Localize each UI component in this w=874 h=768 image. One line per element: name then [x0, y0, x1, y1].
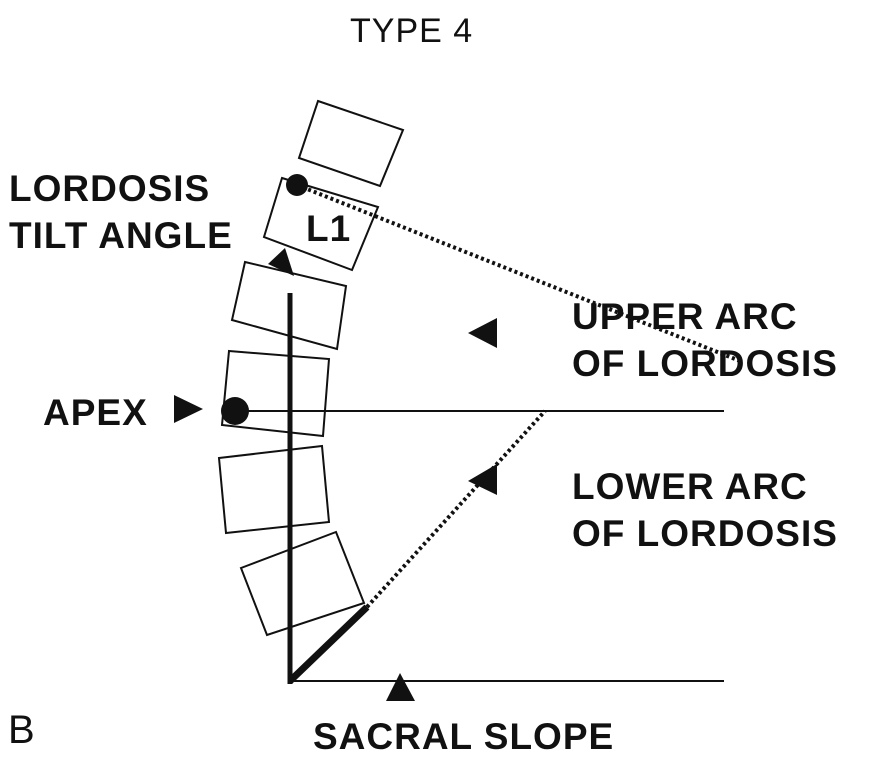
vertebra-label-l1: L1 [306, 208, 352, 249]
vertebra-l2 [230, 260, 348, 351]
diagram-title: TYPE 4 [350, 12, 474, 50]
tilt-angle-arrowhead [268, 248, 294, 276]
apex-label: APEX [43, 392, 148, 433]
sacral-endplate-line [287, 604, 370, 684]
vertebrae [217, 99, 405, 637]
lower-arc-label-line2: OF LORDOSIS [572, 513, 838, 554]
vertebra-t12 [297, 99, 405, 188]
upper-arc-arrowhead [468, 318, 497, 348]
upper-arc-label-line1: UPPER ARC [572, 296, 798, 337]
vertebra-l3 [220, 349, 331, 438]
sacral-slope-label: SACRAL SLOPE [313, 716, 615, 757]
lower-arc-label-line1: LOWER ARC [572, 466, 808, 507]
lower-arc-dotted-line [365, 409, 547, 609]
vertebra-l4 [217, 444, 331, 535]
lower-arc-arrowhead [468, 464, 497, 495]
upper-arc-label-line2: OF LORDOSIS [572, 343, 838, 384]
lordosis-tilt-angle-label-line2: TILT ANGLE [9, 215, 233, 256]
vertebra-l5 [239, 530, 366, 637]
sacral-slope-arrowhead [386, 673, 415, 701]
l1-point [286, 174, 308, 196]
vertebra-l1 [262, 176, 380, 272]
apex-point [221, 397, 249, 425]
apex-arrowhead [174, 395, 203, 423]
upper-arc-dotted-line [296, 183, 741, 363]
lordosis-tilt-angle-label-line1: LORDOSIS [9, 168, 211, 209]
panel-letter: B [8, 708, 35, 752]
